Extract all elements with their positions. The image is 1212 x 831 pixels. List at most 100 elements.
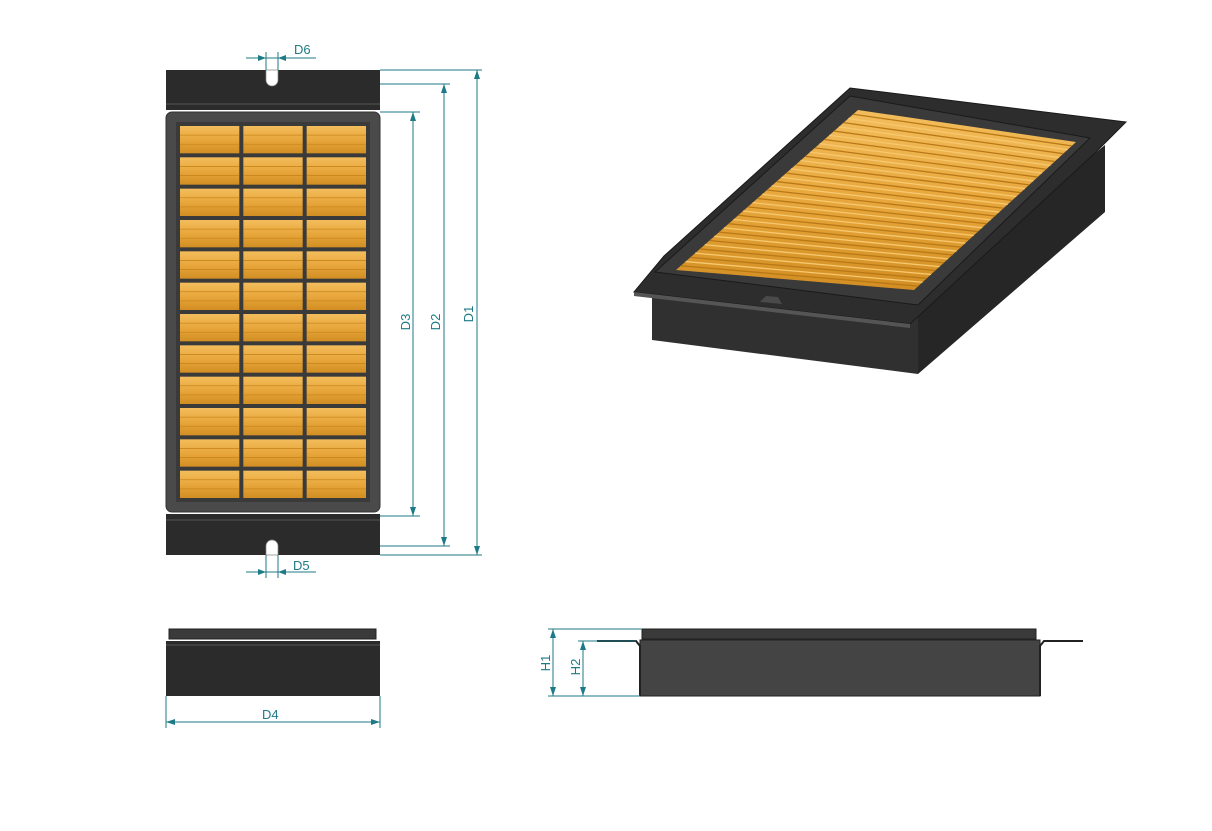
iso-pleat-line	[699, 248, 936, 272]
iso-pleat-line	[709, 239, 944, 264]
iso-pleat-line	[685, 260, 923, 283]
media-cell	[306, 408, 366, 436]
media-cell	[180, 188, 240, 216]
media-cell	[243, 220, 303, 248]
media-cell	[243, 126, 303, 154]
iso-pleat-line	[800, 159, 1025, 190]
media-cell	[243, 157, 303, 185]
iso-pleat-line	[766, 189, 996, 217]
iso-pleat-line	[781, 176, 1008, 205]
side-view-dimensions: H1 H2	[538, 628, 642, 697]
dim-label-h2: H2	[568, 659, 583, 676]
media-cell	[180, 282, 240, 310]
media-cell	[180, 126, 240, 154]
iso-pleat-line	[714, 235, 949, 260]
iso-pleat-line	[680, 265, 919, 287]
end-view-dimensions: D4	[165, 696, 381, 728]
iso-pleat-line	[805, 155, 1030, 186]
end-view-flange	[168, 628, 377, 640]
iso-pleat-line	[695, 252, 932, 276]
top-slot	[265, 69, 279, 87]
side-view	[597, 628, 1083, 697]
media-cell	[306, 157, 366, 185]
iso-pleat-line	[771, 185, 1000, 213]
iso-pleat-line	[814, 147, 1038, 178]
media-cell	[306, 188, 366, 216]
media-cell	[306, 314, 366, 342]
iso-side-right	[918, 145, 1105, 374]
iso-pleat-line	[790, 168, 1017, 198]
side-view-top-plate	[641, 628, 1037, 640]
media-cell	[180, 220, 240, 248]
side-view-body	[639, 639, 1041, 697]
media-cell	[243, 188, 303, 216]
media-cell	[180, 439, 240, 467]
iso-pleat-line	[843, 121, 1064, 155]
bottom-slot	[265, 539, 279, 556]
iso-pleat-line	[690, 256, 927, 279]
media-cell	[180, 376, 240, 404]
media-cell	[243, 376, 303, 404]
media-cell	[180, 157, 240, 185]
iso-pleat-line	[757, 197, 987, 225]
media-cell	[306, 470, 366, 498]
iso-pleat-line	[829, 134, 1051, 167]
media-cell	[180, 470, 240, 498]
media-cell	[306, 126, 366, 154]
iso-pleat-line	[704, 244, 940, 268]
iso-pleat-line	[848, 117, 1068, 151]
iso-pleat-line	[833, 130, 1055, 163]
dim-label-d6: D6	[294, 42, 311, 57]
dim-label-h1: H1	[538, 655, 553, 672]
iso-pleat-line	[810, 151, 1034, 182]
dim-label-d5: D5	[293, 558, 310, 573]
iso-pleat-line	[838, 126, 1060, 159]
iso-pleat-line	[723, 227, 957, 252]
media-cell	[306, 282, 366, 310]
iso-pleat-line	[738, 214, 970, 241]
media-cell	[306, 251, 366, 279]
media-grid	[180, 126, 366, 498]
iso-pleat-line	[733, 218, 966, 244]
dim-label-d4: D4	[262, 707, 279, 722]
media-cell	[306, 345, 366, 373]
dim-label-d1: D1	[461, 306, 476, 323]
media-cell	[180, 408, 240, 436]
iso-pleat-lines	[680, 113, 1072, 287]
iso-pleat-line	[776, 180, 1004, 209]
media-cell	[306, 439, 366, 467]
top-view-dimensions: D6 D5 D3 D2 D1	[246, 42, 482, 578]
iso-pleat-line	[795, 164, 1021, 194]
media-cell	[243, 345, 303, 373]
media-cell	[180, 345, 240, 373]
iso-pleat-line	[824, 138, 1047, 170]
dim-label-d3: D3	[398, 314, 413, 331]
end-view	[166, 628, 380, 696]
side-view-left-lip	[597, 640, 641, 696]
media-cell	[243, 251, 303, 279]
isometric-view	[633, 87, 1128, 374]
top-view	[165, 69, 381, 556]
iso-pleat-line	[719, 231, 953, 256]
media-cell	[243, 314, 303, 342]
side-view-right-lip	[1039, 640, 1083, 696]
iso-pleat-line	[762, 193, 991, 221]
media-cell	[243, 408, 303, 436]
media-cell	[306, 220, 366, 248]
media-cell	[243, 439, 303, 467]
media-cell	[243, 470, 303, 498]
iso-pleat-line	[853, 113, 1072, 147]
iso-pleat-line	[786, 172, 1013, 202]
iso-pleat-line	[819, 143, 1042, 174]
iso-pleat-line	[747, 206, 979, 233]
media-cell	[306, 376, 366, 404]
media-cell	[243, 282, 303, 310]
iso-pleat-line	[728, 223, 961, 248]
end-view-body	[166, 641, 380, 696]
media-cell	[180, 314, 240, 342]
iso-pleat-line	[752, 201, 983, 229]
dim-label-d2: D2	[428, 314, 443, 331]
iso-pleat-line	[742, 210, 974, 237]
media-cell	[180, 251, 240, 279]
